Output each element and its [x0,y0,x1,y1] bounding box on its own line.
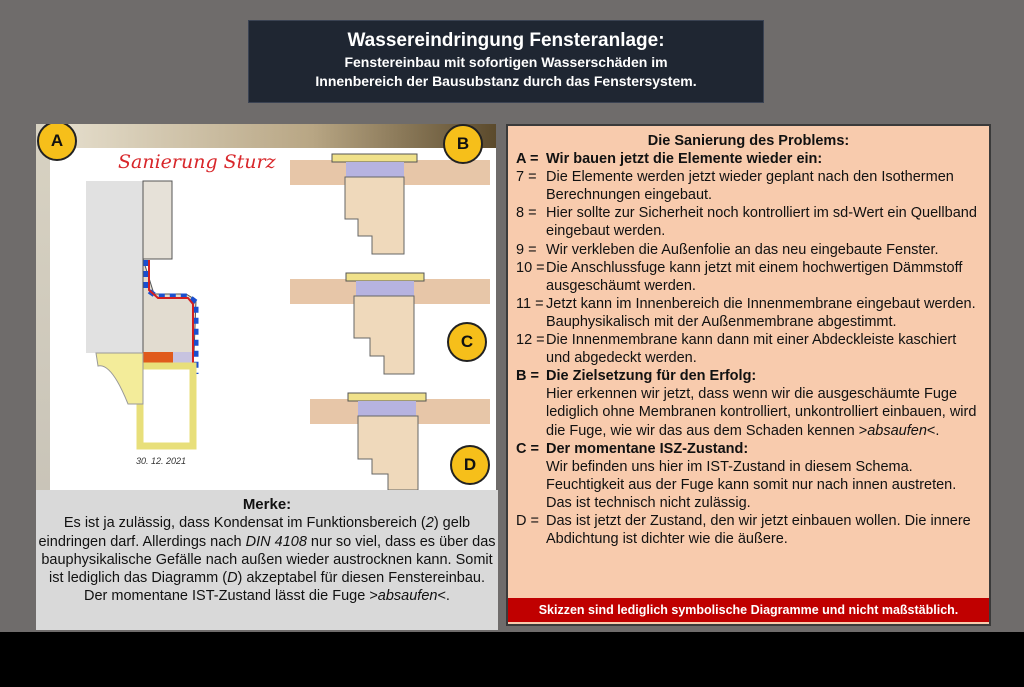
list-item: 8 =Hier sollte zur Sicherheit noch kontr… [516,205,977,240]
merke-text: Es ist ja zulässig, dass Kondensat im Fu… [38,515,496,605]
list-item: 7 =Die Elemente werden jetzt wieder gepl… [516,169,954,204]
cover-strip-12 [95,352,144,405]
masonry-wall [86,181,143,353]
sketch-drawing: Sanierung Sturz 30. 12. 2021 [50,148,496,490]
frame-c [353,295,415,375]
section-d: D =Das ist jetzt der Zustand, den wir je… [516,512,971,548]
title-box: Wassereindringung Fensteranlage: Fenster… [248,20,764,103]
frame-d [357,415,419,490]
merke-heading: Merke: [242,496,292,513]
sketch-image: Sanierung Sturz 30. 12. 2021 A B C D [36,124,496,490]
badge-d: D [450,445,490,485]
badge-a: A [37,124,77,161]
panel-heading: Die Sanierung des Problems: [647,133,850,149]
sketch-left-bar [36,124,50,490]
wood-beam-3 [142,180,173,260]
merke-box: Merke: Es ist ja zulässig, dass Kondensa… [36,490,498,630]
list-item: 10 =Die Anschlussfuge kann jetzt mit ein… [516,259,963,294]
explanation-panel: Die Sanierung des Problems: A =Wir bauen… [506,124,991,626]
badge-b: B [443,124,483,164]
list-item: 9 =Wir verkleben die Außenfolie an das n… [516,241,939,258]
section-c-text: Wir befinden uns hier im IST-Zustand in … [546,458,957,511]
page-title: Wassereindringung Fensteranlage: [347,30,665,51]
sketch-heading: Sanierung Sturz [118,151,277,173]
membrane-line [148,260,194,374]
outer-foil-5 [143,260,199,374]
section-b: B =Die Zielsetzung für den Erfolg: [516,368,757,385]
bottom-bar [0,632,1024,687]
disclaimer-banner: Skizzen sind lediglich symbolische Diagr… [508,598,989,622]
subtitle-line-2: Innenbereich der Bausubstanz durch das F… [315,73,697,89]
frame-b [344,176,405,255]
section-c: C =Der momentane ISZ-Zustand: [516,440,749,457]
subtitle-line-1: Fenstereinbau mit sofortigen Wasserschäd… [344,54,668,70]
sketch-date: 30. 12. 2021 [136,456,186,466]
section-a: A =Wir bauen jetzt die Elemente wieder e… [516,151,823,168]
list-item: 11 =Jetzt kann im Innenbereich die Innen… [516,295,976,330]
list-item: 12 =Die Innenmembrane kann dann mit eine… [516,332,957,367]
section-b-text: Hier erkennen wir jetzt, dass wenn wir d… [546,386,977,439]
window-frame-7 [136,362,197,450]
sketch-top-bar [36,124,496,148]
badge-c: C [447,322,487,362]
